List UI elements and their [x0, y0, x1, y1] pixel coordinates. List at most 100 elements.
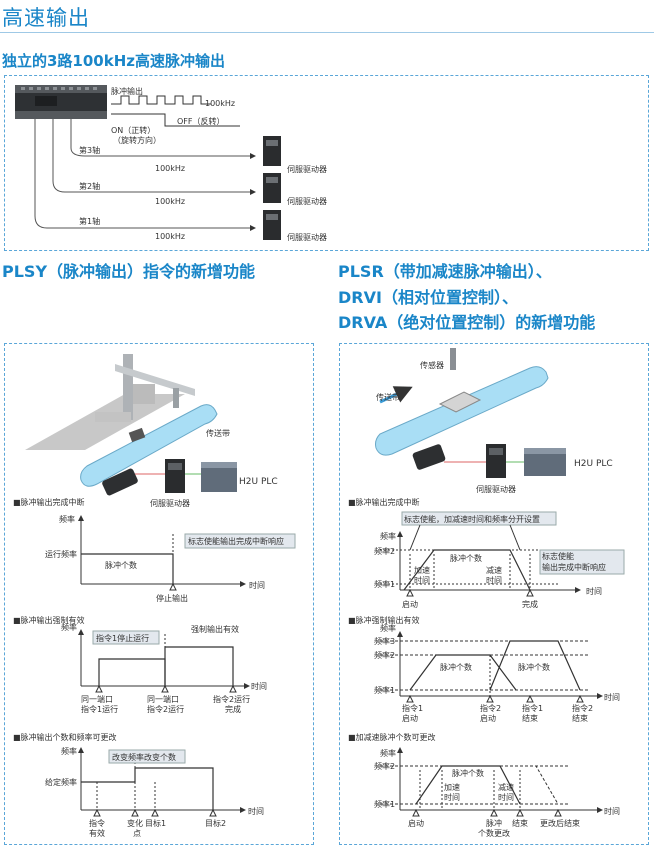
plsr-chart3-end: 结束 — [512, 818, 528, 828]
plsr-chart2-ev3a: 指令1 — [522, 703, 543, 713]
plsr-diagram: 传感器 传送带 H2U PLC 伺服驱动器 ■脉冲输出完成中断 标志使能，加减速… — [348, 348, 625, 838]
plsy-chart2-ev1a: 同一端口 — [81, 694, 113, 704]
plsr-chart1-start: 启动 — [402, 599, 418, 609]
plsr-chart3-decel-a: 减速 — [498, 782, 514, 792]
plsr-chart1-decel-b: 时间 — [486, 575, 502, 585]
plsy-chart3-ev1a: 指令 — [89, 818, 105, 828]
plsy-chart3-ev1b: 有效 — [89, 828, 105, 838]
axis1-driver-label: 伺服驱动器 — [287, 232, 327, 242]
plsr-chart3 — [380, 747, 603, 817]
plc-unit-image — [15, 85, 107, 119]
axis3-name: 第3轴 — [79, 145, 100, 155]
plsr-chart1 — [380, 511, 625, 597]
plsy-chart3-ev2b: 点 — [133, 829, 141, 838]
plsy-panel: 传送带 H2U PLC 伺服驱动器 ■脉冲输出完成中断 频率 时间 运行频率 脉… — [4, 343, 314, 845]
plsr-chart1-note-top: 标志使能，加减速时间和频率分开设置 — [404, 514, 540, 524]
plsy-chart2-ev2b: 指令2运行 — [147, 704, 184, 714]
plsy-chart3-y-axis: 频率 — [61, 746, 77, 756]
off-reverse-label: OFF（反转） — [177, 116, 225, 126]
plsr-heading-line2: DRVI（相对位置控制）、 — [338, 288, 518, 307]
plsr-chart2-ev1b: 启动 — [402, 713, 418, 723]
plsr-chart2-ev4a: 指令2 — [572, 703, 593, 713]
plsy-heading: PLSY（脉冲输出）指令的新增功能 — [2, 262, 256, 281]
three-axis-output-panel: 脉冲输出 100kHz OFF（反转） ON（正转） （旋转方向） 第3轴 10… — [4, 75, 649, 251]
plsy-chart2-ev2a: 同一端口 — [147, 694, 179, 704]
plsr-chart3-change-a: 脉冲 — [486, 818, 502, 828]
gantry-conveyor-illustration — [25, 354, 218, 496]
plsy-chart2-ev1b: 指令1运行 — [81, 704, 118, 714]
plsr-plc-label: H2U PLC — [574, 459, 613, 469]
plsr-chart3-accel-b: 时间 — [444, 792, 460, 802]
page-title: 高速输出 — [2, 6, 90, 30]
on-forward-label: ON（正转） — [111, 125, 155, 135]
plsr-chart2-freq1: 频率1 — [374, 685, 395, 695]
axis2-line — [52, 180, 256, 195]
plsr-heading-line3: DRVA（绝对位置控制）的新增功能 — [338, 313, 596, 332]
plsr-chart2-title: ■脉冲强制输出有效 — [348, 615, 420, 625]
plsy-chart1-run-freq: 运行频率 — [45, 549, 77, 559]
plsr-belt-label: 传送带 — [376, 392, 400, 402]
plsy-chart1-note: 标志使能输出完成中断响应 — [188, 536, 284, 546]
plsr-chart3-freq2: 频率2 — [374, 761, 395, 771]
plsy-chart2-ev3a: 指令2运行 — [213, 694, 250, 704]
axis2-driver-label: 伺服驱动器 — [287, 196, 327, 206]
plsy-chart1-pulse-count: 脉冲个数 — [105, 560, 137, 570]
plsy-diagram: 传送带 H2U PLC 伺服驱动器 ■脉冲输出完成中断 频率 时间 运行频率 脉… — [13, 354, 296, 838]
plsr-chart1-x-axis: 时间 — [586, 586, 602, 596]
plsr-chart2-x-axis: 时间 — [604, 692, 620, 702]
plsr-chart3-title: ■加减速脉冲个数可更改 — [348, 732, 436, 742]
plsr-chart2-ev1a: 指令1 — [402, 703, 423, 713]
axis2-frequency: 100kHz — [155, 197, 185, 206]
axis3-frequency: 100kHz — [155, 164, 185, 173]
direction-signal-line — [111, 113, 240, 127]
axis1-line — [34, 215, 256, 231]
pulse-waveform — [111, 95, 211, 105]
plsy-chart2 — [78, 622, 251, 693]
plsr-heading-line1: PLSR（带加减速脉冲输出）、 — [338, 262, 552, 281]
plsr-chart1-note-right2: 输出完成中断响应 — [542, 562, 606, 572]
plsr-chart1-freq1: 频率1 — [374, 579, 395, 589]
plsr-chart3-decel-b: 时间 — [498, 792, 514, 802]
plsr-chart1-note-right1: 标志使能 — [542, 551, 574, 561]
plsy-belt-label: 传送带 — [206, 428, 230, 438]
plsr-chart1-title: ■脉冲输出完成中断 — [348, 497, 420, 507]
plsy-chart1-y-axis: 频率 — [59, 514, 75, 524]
plsr-chart2-ev2a: 指令2 — [480, 703, 501, 713]
plsr-chart2-ev4b: 结束 — [572, 713, 588, 723]
plsy-chart3-ev3: 目标1 — [145, 818, 166, 828]
plsr-chart1-decel-a: 减速 — [486, 565, 502, 575]
plsr-sensor-label: 传感器 — [420, 360, 444, 370]
plsy-servo-drive-image — [165, 459, 185, 493]
plsy-chart1 — [78, 515, 296, 591]
axis3-driver-label: 伺服驱动器 — [287, 164, 327, 174]
plsr-chart2 — [380, 631, 603, 703]
plsy-chart3-title: ■脉冲输出个数和频率可更改 — [13, 732, 117, 742]
plsr-chart1-done: 完成 — [522, 599, 538, 609]
plsy-chart3-set-freq: 给定频率 — [45, 777, 77, 787]
plsy-chart3-x-axis: 时间 — [248, 806, 264, 816]
plsy-chart2-note1: 指令1停止运行 — [96, 633, 149, 643]
axis1-name: 第1轴 — [79, 216, 100, 226]
servo-drive-axis3-image — [263, 136, 281, 166]
plsy-plc-image — [201, 462, 237, 492]
plsy-chart1-title: ■脉冲输出完成中断 — [13, 497, 85, 507]
plsr-chart3-pulse-count: 脉冲个数 — [452, 768, 484, 778]
servo-drive-axis2-image — [263, 173, 281, 203]
plsr-chart1-y-axis: 频率 — [380, 531, 396, 541]
plsr-chart3-change-b: 个数更改 — [478, 828, 510, 838]
plsr-panel: 传感器 传送带 H2U PLC 伺服驱动器 ■脉冲输出完成中断 标志使能，加减速… — [339, 343, 649, 845]
plsy-chart2-title: ■脉冲输出强制有效 — [13, 615, 85, 625]
title-divider — [0, 32, 654, 33]
plsr-chart3-freq1: 频率1 — [374, 799, 395, 809]
plsr-chart2-pulse-a: 脉冲个数 — [440, 662, 472, 672]
three-axis-diagram: 脉冲输出 100kHz OFF（反转） ON（正转） （旋转方向） 第3轴 10… — [15, 85, 327, 242]
plsy-plc-label: H2U PLC — [239, 477, 278, 487]
plsr-chart3-x-axis: 时间 — [604, 806, 620, 816]
plsy-chart2-y-axis: 频率 — [61, 622, 77, 632]
plsy-chart3 — [78, 747, 246, 817]
plsr-chart1-pulse-count: 脉冲个数 — [450, 553, 482, 563]
pulse-output-label: 脉冲输出 — [111, 86, 143, 96]
plsr-chart3-y-axis: 频率 — [380, 748, 396, 758]
plsr-chart2-pulse-b: 脉冲个数 — [518, 662, 550, 672]
plsy-chart2-ev3b: 完成 — [225, 704, 241, 714]
